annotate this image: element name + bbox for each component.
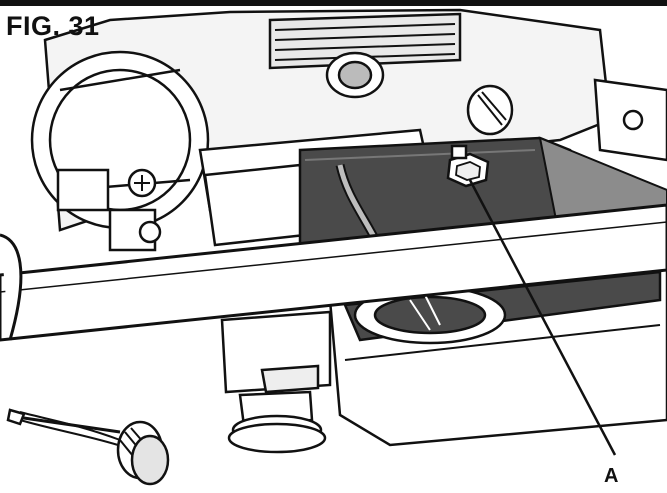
- drain-spout: [220, 310, 332, 454]
- dipstick-oil-cap: [6, 408, 170, 486]
- callout-label-a: A: [604, 465, 619, 487]
- oil-drain-bolt: [446, 144, 490, 188]
- callout-leader-line: [468, 179, 617, 456]
- top-rule: [0, 0, 667, 6]
- engine-block: [30, 8, 667, 252]
- oil-tank: [328, 263, 667, 447]
- figure-label: FIG. 31: [6, 11, 100, 41]
